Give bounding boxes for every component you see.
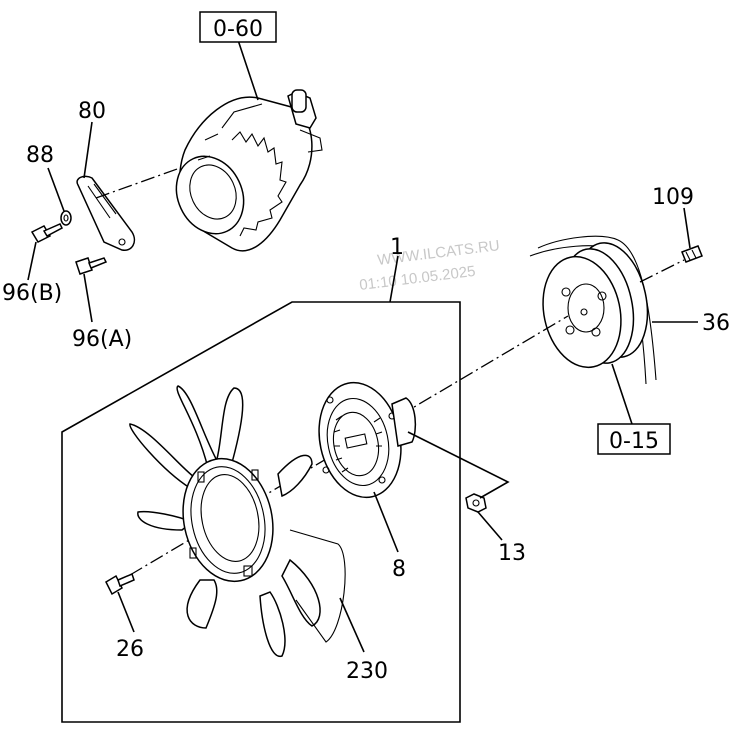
water-pump-pulley: [542, 242, 649, 369]
ref-label-0-60: 0-60: [213, 17, 263, 42]
leader-8: [373, 491, 399, 553]
leader-88: [47, 167, 65, 212]
leader-1: [389, 255, 399, 303]
part-label-96b: 96(B): [2, 281, 62, 306]
part-label-8: 8: [392, 557, 406, 582]
part-label-109: 109: [652, 185, 694, 210]
leader-109: [683, 207, 691, 249]
washer: [60, 210, 72, 226]
leader-80: [83, 121, 93, 179]
part-label-96a: 96(A): [72, 327, 132, 352]
watermark-line-2: 01:10 10.05.2025: [358, 263, 476, 294]
ref-box-0-60: [199, 11, 277, 43]
part-label-88: 88: [26, 143, 54, 168]
adjusting-bracket: [76, 175, 136, 251]
leader-230: [339, 597, 365, 653]
stud-109: [681, 245, 703, 263]
leader-0-15: [611, 363, 633, 425]
leader-26: [117, 591, 135, 633]
assembly-frame: [61, 301, 461, 723]
leader-13: [477, 511, 503, 541]
bolt-96a: [75, 257, 108, 275]
leader-0-60: [237, 39, 259, 101]
bolt-96b: [30, 223, 63, 243]
part-label-80: 80: [78, 99, 106, 124]
part-label-13: 13: [498, 541, 526, 566]
part-label-36: 36: [702, 311, 730, 336]
alternator: [175, 89, 323, 252]
ref-box-0-15: [597, 423, 671, 455]
nut-13: [465, 493, 487, 513]
ref-label-0-15: 0-15: [609, 429, 659, 454]
part-label-230: 230: [346, 659, 388, 684]
part-label-26: 26: [116, 637, 144, 662]
part-label-1: 1: [390, 235, 404, 260]
bolt-26: [105, 572, 135, 596]
fan-clutch: [318, 381, 417, 499]
cooling-fan: [129, 385, 346, 657]
